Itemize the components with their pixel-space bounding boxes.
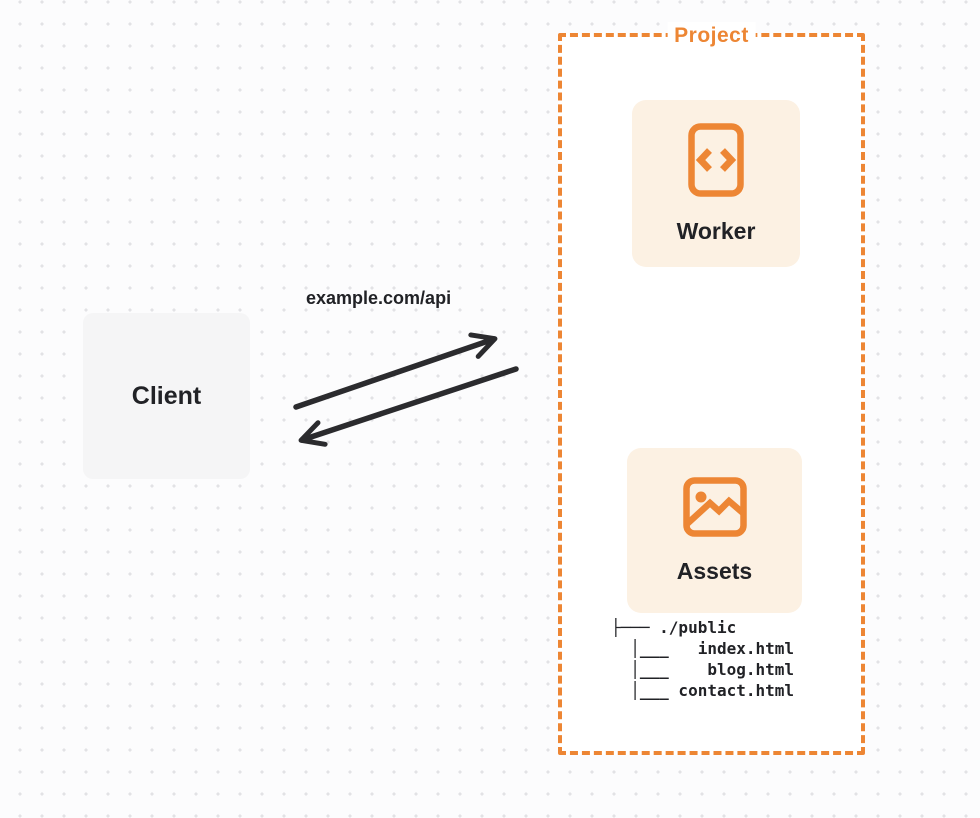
file-tree: ├─── ./public │___ index.html │___ blog.… [611, 617, 794, 701]
project-label: Project [667, 22, 756, 50]
tree-line-index: │___ index.html [611, 639, 795, 658]
request-url-label: example.com/api [306, 288, 452, 308]
client-box: Client [83, 313, 250, 479]
client-label: Client [131, 381, 202, 410]
assets-card: Assets [627, 448, 802, 613]
code-file-icon [688, 122, 744, 202]
worker-card: Worker [632, 100, 800, 267]
assets-label: Assets [676, 557, 753, 584]
worker-label: Worker [676, 217, 756, 244]
tree-line-public: ├─── ./public [611, 618, 737, 637]
tree-line-blog: │___ blog.html [611, 660, 795, 679]
tree-line-contact: │___ contact.html [611, 681, 795, 700]
image-icon [682, 476, 747, 542]
